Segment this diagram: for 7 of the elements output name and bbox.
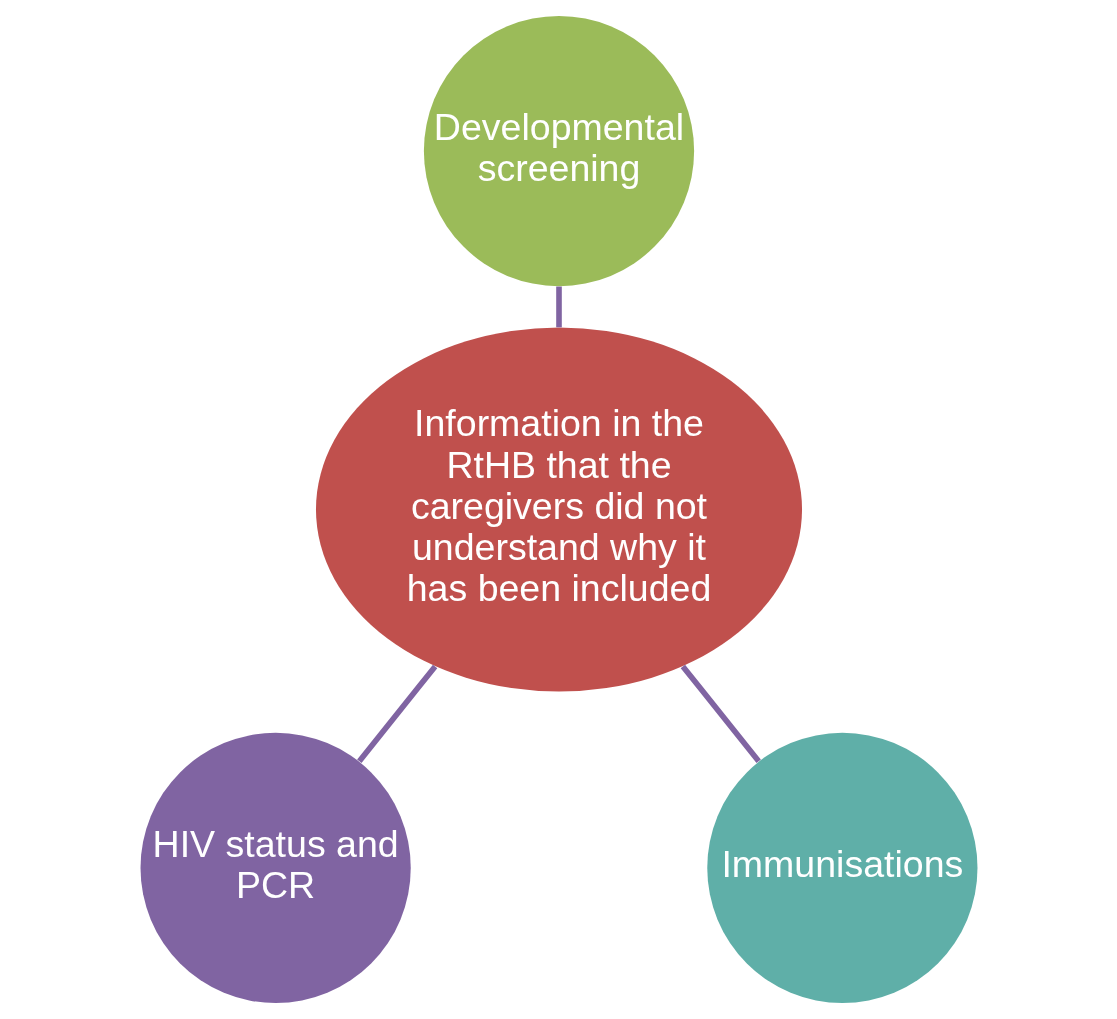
connector (555, 286, 562, 328)
connector (680, 664, 761, 764)
node-circle: Immunisations (706, 732, 977, 1004)
connector (356, 664, 437, 764)
node-circle: HIV status and PCR (140, 732, 411, 1004)
node-circle: Developmental screening (423, 15, 694, 287)
node-ellipse: Information in the RtHB that the caregivers did not understand why it has been included (315, 327, 802, 692)
